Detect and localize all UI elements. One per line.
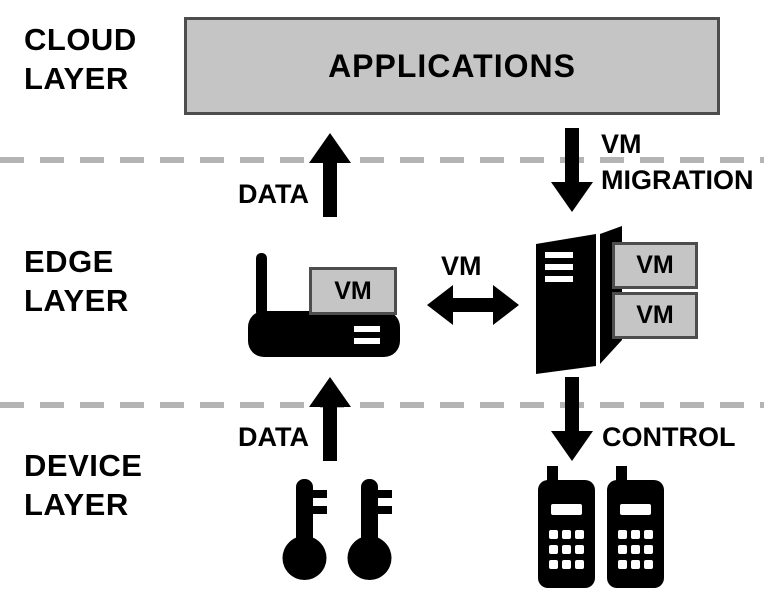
server-vm-box-top: VM: [612, 242, 698, 289]
data-to-edge-up-arrow-icon: [309, 377, 351, 461]
cloud-edge-divider: [0, 157, 764, 163]
control-label: CONTROL: [602, 422, 736, 452]
gateway-vm-label: VM: [334, 276, 372, 305]
thermometer-icon: [282, 479, 327, 580]
data-to-cloud-up-arrow-icon: [309, 133, 351, 217]
cloud-layer-label: CLOUD LAYER: [24, 22, 137, 96]
server-vm-box-bottom: VM: [612, 292, 698, 339]
control-down-arrow-icon: [551, 377, 593, 461]
data-to-cloud-label: DATA: [238, 179, 309, 209]
vm-migration-label: VM MIGRATION: [601, 129, 754, 195]
edge-device-divider: [0, 402, 764, 408]
edge-layer-label: EDGE LAYER: [24, 244, 129, 318]
data-to-edge-label: DATA: [238, 422, 309, 452]
server-vm-top-label: VM: [636, 251, 674, 279]
vm-migration-down-arrow-icon: [551, 128, 593, 212]
applications-box: APPLICATIONS: [184, 17, 720, 115]
device-layer-label: DEVICE LAYER: [24, 448, 143, 522]
thermometer-icon: [347, 479, 392, 580]
mobile-phone-icon: [538, 466, 595, 588]
vm-exchange-label: VM: [441, 251, 482, 281]
applications-label: APPLICATIONS: [328, 47, 576, 84]
gateway-vm-box: VM: [309, 267, 397, 315]
mobile-phone-icon: [607, 466, 664, 588]
wireless-gateway-icon: [248, 253, 400, 357]
server-vm-bottom-label: VM: [636, 301, 674, 329]
vm-exchange-double-arrow-icon: [427, 285, 519, 325]
